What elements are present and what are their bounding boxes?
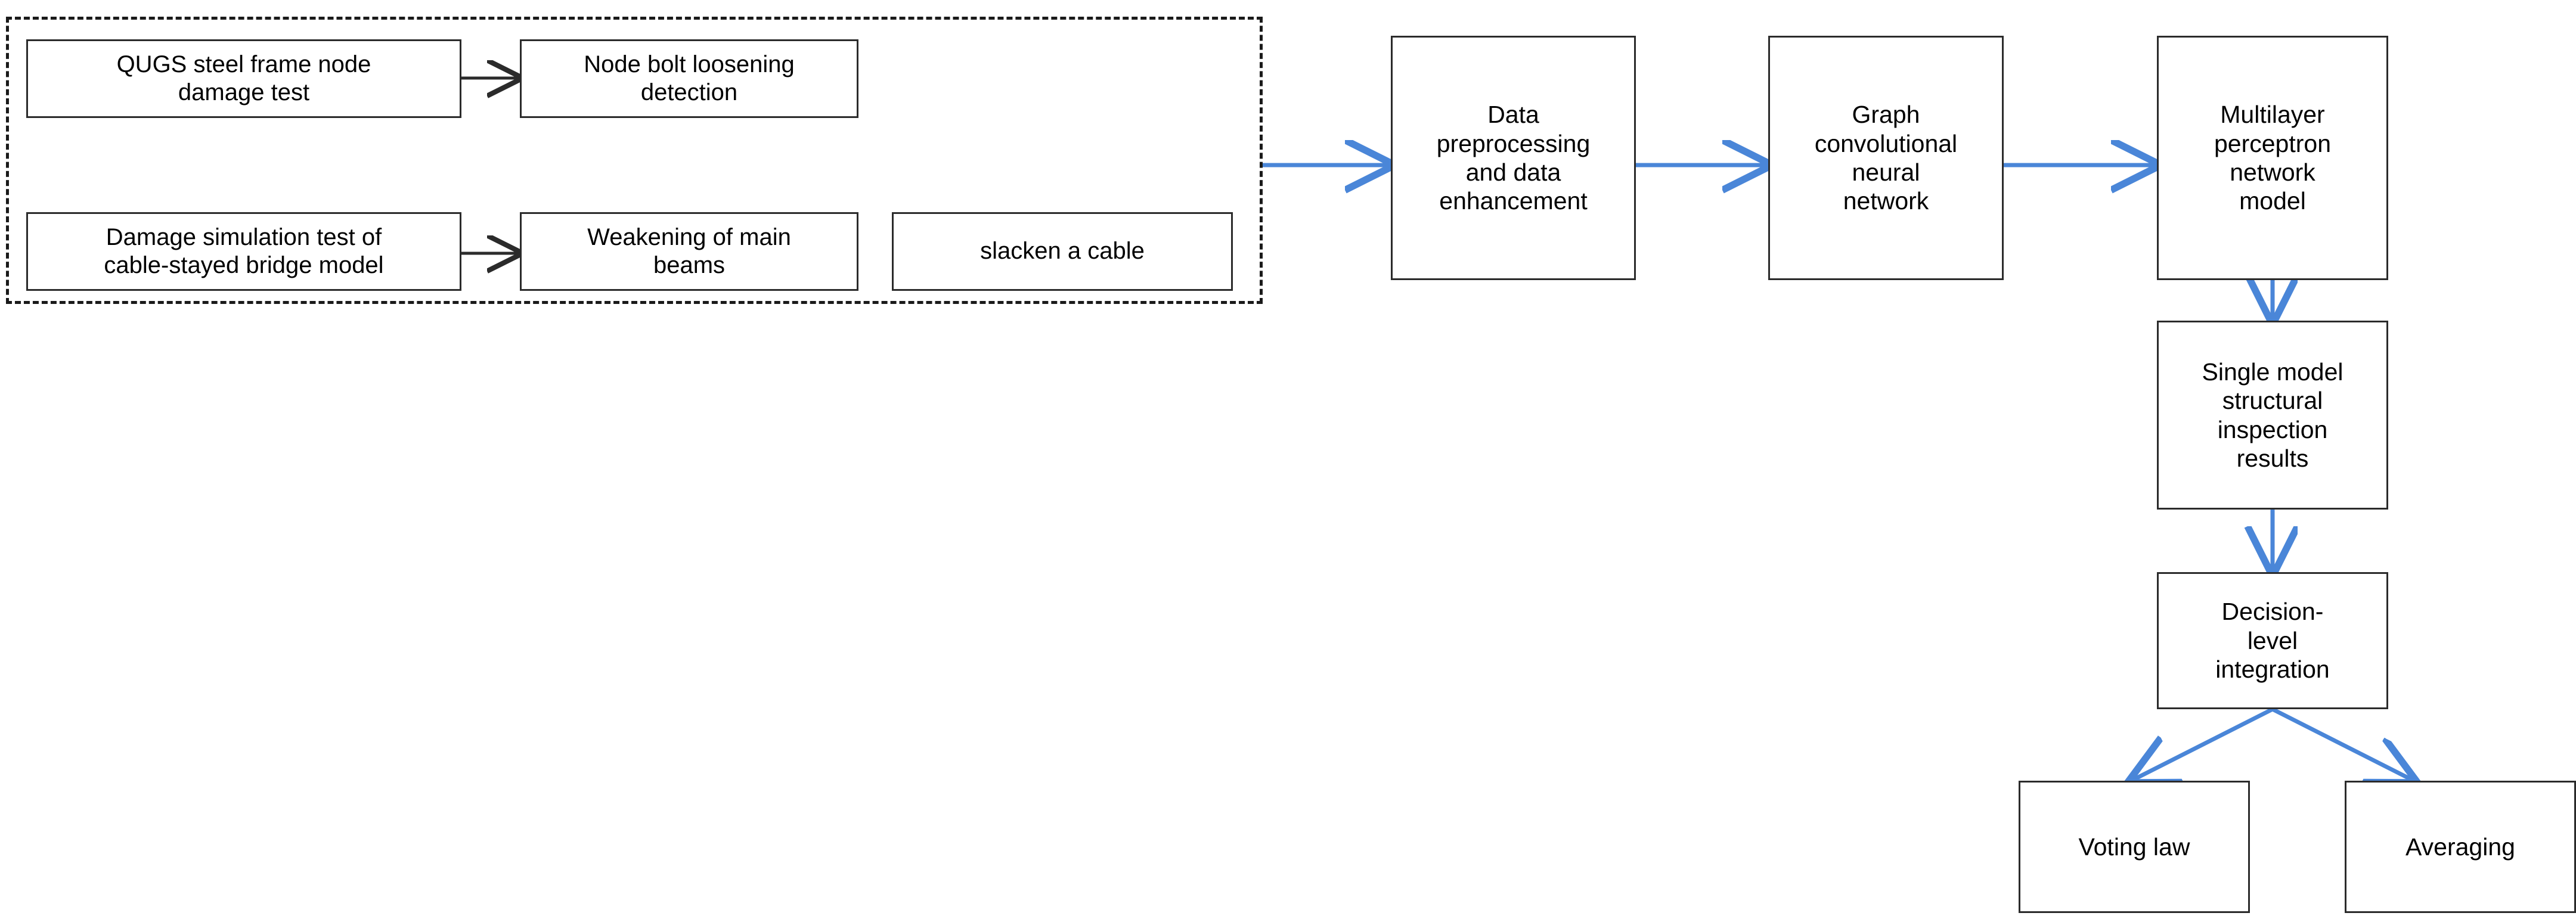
experiment-group-container — [6, 17, 1263, 304]
node-data-preprocessing[interactable]: Data preprocessing and data enhancement — [1391, 36, 1636, 280]
node-qugs-test[interactable]: QUGS steel frame node damage test — [26, 39, 461, 118]
node-slacken-cable-label: slacken a cable — [980, 238, 1145, 265]
node-decision-integration[interactable]: Decision- level integration — [2157, 572, 2388, 709]
node-cable-bridge-test[interactable]: Damage simulation test of cable-stayed b… — [26, 212, 461, 291]
node-gcn[interactable]: Graph convolutional neural network — [1768, 36, 2004, 280]
node-averaging-label: Averaging — [2405, 833, 2515, 861]
node-averaging[interactable]: Averaging — [2345, 781, 2576, 913]
node-voting-law-label: Voting law — [2078, 833, 2190, 861]
node-mlp-label: Multilayer perceptron network model — [2214, 101, 2331, 215]
node-single-model-results-label: Single model structural inspection resul… — [2202, 358, 2343, 472]
edge-decision-to-voting-law — [2131, 707, 2274, 781]
node-slacken-cable[interactable]: slacken a cable — [892, 212, 1233, 291]
node-bolt-detection[interactable]: Node bolt loosening detection — [520, 39, 858, 118]
node-cable-bridge-test-label: Damage simulation test of cable-stayed b… — [104, 223, 384, 278]
edge-decision-to-averaging — [2271, 707, 2414, 781]
node-bolt-detection-label: Node bolt loosening detection — [584, 51, 795, 105]
node-single-model-results[interactable]: Single model structural inspection resul… — [2157, 321, 2388, 510]
node-mlp[interactable]: Multilayer perceptron network model — [2157, 36, 2388, 280]
node-data-preprocessing-label: Data preprocessing and data enhancement — [1436, 101, 1591, 215]
node-qugs-test-label: QUGS steel frame node damage test — [116, 51, 371, 105]
node-gcn-label: Graph convolutional neural network — [1814, 101, 1958, 215]
node-decision-integration-label: Decision- level integration — [2215, 598, 2330, 684]
node-beam-weakening-label: Weakening of main beams — [587, 223, 791, 278]
node-beam-weakening[interactable]: Weakening of main beams — [520, 212, 858, 291]
node-voting-law[interactable]: Voting law — [2019, 781, 2250, 913]
